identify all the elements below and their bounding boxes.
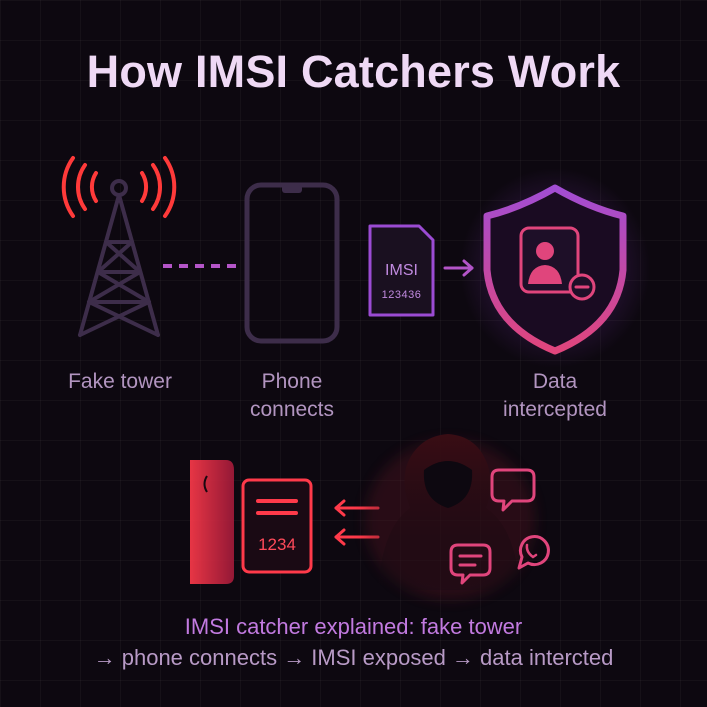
data-screen-icon [241, 478, 313, 574]
step-label-line: intercepted [503, 398, 607, 421]
step-label-data-intercepted: Data intercepted [475, 368, 635, 424]
screen-number: 1234 [258, 535, 296, 554]
caption-line-1: IMSI catcher explained: fake tower [184, 614, 523, 639]
device-edge-icon [190, 460, 234, 584]
step-label-phone-connects: Phone connects [212, 368, 372, 424]
user-badge-icon [519, 226, 596, 301]
phone-icon [244, 182, 340, 344]
hacker-icon [365, 434, 535, 600]
signal-waves-icon [61, 156, 177, 218]
message-lines-icon [449, 543, 492, 585]
step-label-fake-tower: Fake tower [40, 368, 200, 396]
sim-card-icon [368, 224, 435, 317]
page-title: How IMSI Catchers Work [86, 46, 621, 97]
step-label-line: Phone [261, 370, 323, 393]
sim-number: 123436 [381, 289, 422, 301]
whatsapp-icon [517, 535, 550, 570]
tower-icon [78, 179, 160, 337]
step-label-line: Fake tower [68, 370, 172, 393]
chat-bubble-icon [490, 468, 536, 512]
sim-label: IMSI [385, 262, 418, 279]
step-label-line: Data [532, 370, 578, 393]
caption-line-2: → phone connects → IMSI exposed → data i… [93, 645, 614, 670]
step-label-line: connects [249, 398, 335, 421]
